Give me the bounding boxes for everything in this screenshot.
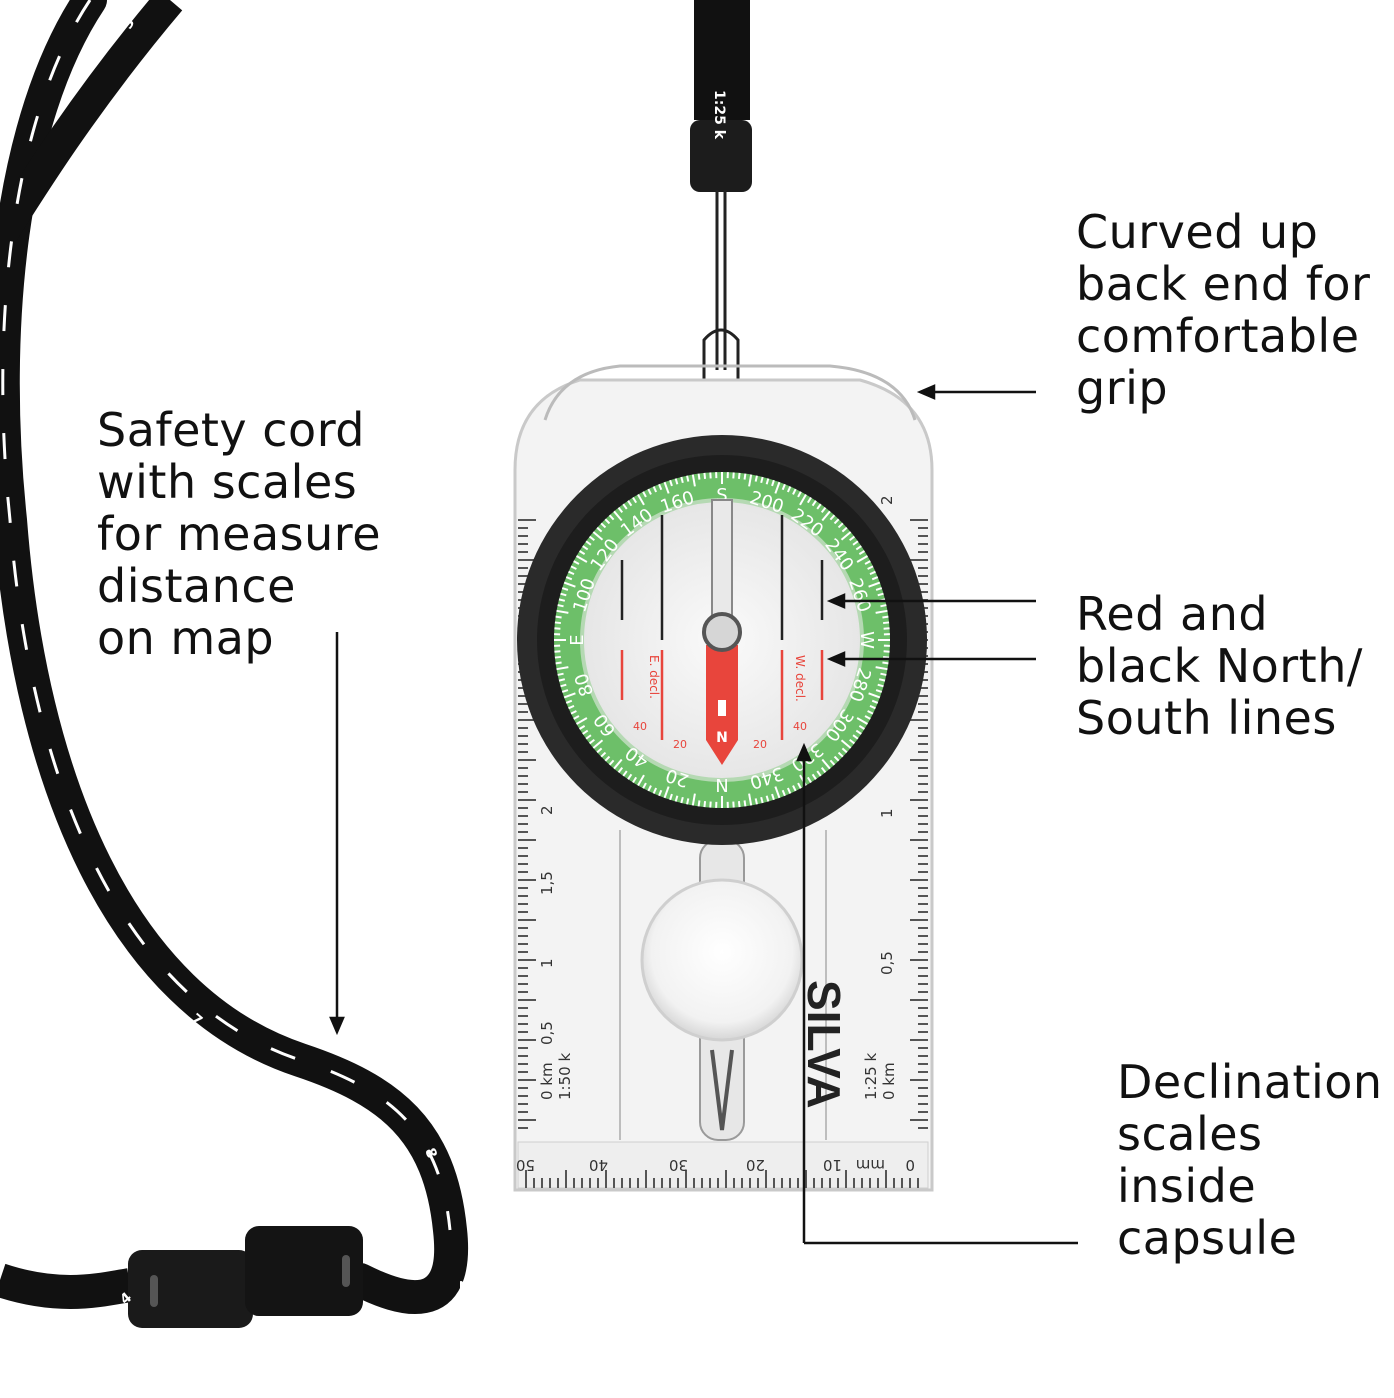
annotation-line: scales bbox=[1117, 1108, 1383, 1160]
bezel-tick bbox=[879, 679, 885, 680]
annotation-declination: Declination scales inside capsule bbox=[1117, 1056, 1383, 1264]
annotation-grip: Curved up back end for comfortable grip bbox=[1076, 206, 1370, 414]
bezel-tick bbox=[739, 473, 740, 479]
annotation-north-south-lines: Red and black North/ South lines bbox=[1076, 588, 1363, 744]
ruler-bottom-label: 40 bbox=[589, 1156, 608, 1174]
bezel-tick bbox=[756, 798, 757, 804]
declination-right-label: W. decl. bbox=[793, 655, 807, 702]
ruler-left-label: 0 km bbox=[538, 1062, 556, 1100]
ruler-right-label: 0 km bbox=[880, 1062, 898, 1100]
annotation-line: capsule bbox=[1117, 1212, 1383, 1264]
bezel-tick bbox=[761, 797, 762, 803]
bezel-tick bbox=[883, 622, 889, 623]
bezel-tick bbox=[880, 605, 886, 606]
declination-mark: 40 bbox=[793, 720, 807, 733]
annotation-line: Declination bbox=[1117, 1056, 1383, 1108]
bezel-tick bbox=[745, 800, 746, 806]
ruler-bottom-label: 0 bbox=[905, 1156, 915, 1174]
ruler-right-label: 1 bbox=[878, 808, 896, 818]
bezel-tick bbox=[556, 663, 562, 664]
cord-scale-mark: 2 bbox=[113, 243, 130, 255]
ruler-right-label: 0,5 bbox=[878, 951, 896, 975]
bezel-tick bbox=[882, 617, 888, 618]
ruler-left-label: 0,5 bbox=[538, 1021, 556, 1045]
cord-clasp bbox=[128, 1226, 363, 1328]
declination-mark: 20 bbox=[673, 738, 687, 751]
annotation-line: distance bbox=[97, 560, 381, 612]
bezel-tick bbox=[761, 477, 762, 483]
ruler-bottom-label: 10 bbox=[823, 1156, 842, 1174]
ruler-right-label: 2 bbox=[878, 495, 896, 505]
brand-logo: SILVA bbox=[798, 980, 850, 1109]
ruler-bottom-label: 30 bbox=[669, 1156, 688, 1174]
bezel-tick bbox=[882, 663, 888, 664]
bezel-tick bbox=[559, 599, 565, 600]
declination-left-label: E. decl. bbox=[647, 655, 661, 699]
bezel-tick bbox=[745, 474, 746, 480]
annotation-line: black North/ bbox=[1076, 640, 1363, 692]
lanyard-top bbox=[690, 0, 752, 380]
magnifier-lens bbox=[642, 880, 802, 1040]
bezel-tick bbox=[681, 477, 682, 483]
annotation-line: comfortable bbox=[1076, 310, 1370, 362]
bezel-tick bbox=[699, 474, 700, 480]
annotation-safety-cord: Safety cord with scales for measure dist… bbox=[97, 404, 381, 664]
bezel-tick bbox=[883, 657, 889, 658]
bezel-tick bbox=[756, 476, 757, 482]
bezel-tick bbox=[739, 801, 740, 807]
bezel-tick bbox=[558, 674, 564, 675]
declination-mark: 40 bbox=[633, 720, 647, 733]
needle-label: N bbox=[716, 730, 728, 746]
ruler-bottom-label: mm bbox=[856, 1156, 885, 1174]
declination-mark: 20 bbox=[753, 738, 767, 751]
annotation-line: back end for bbox=[1076, 258, 1370, 310]
cord-scale-mark: 1:25 k bbox=[711, 90, 727, 140]
annotation-line: inside bbox=[1117, 1160, 1383, 1212]
bezel-tick bbox=[556, 617, 562, 618]
bezel-tick bbox=[558, 605, 564, 606]
ruler-bottom-label: 20 bbox=[746, 1156, 765, 1174]
ruler-left-label: 1:50 k bbox=[556, 1053, 574, 1100]
annotation-line: Safety cord bbox=[97, 404, 381, 456]
annotation-line: Red and bbox=[1076, 588, 1363, 640]
bezel-tick bbox=[555, 657, 561, 658]
bezel-number: N bbox=[715, 774, 728, 795]
ruler-bottom-label: 50 bbox=[516, 1156, 535, 1174]
bezel-tick bbox=[704, 473, 705, 479]
bezel-tick bbox=[880, 674, 886, 675]
bezel-tick bbox=[559, 679, 565, 680]
bezel-tick bbox=[687, 798, 688, 804]
bezel-number: E bbox=[567, 634, 588, 645]
bezel-tick bbox=[687, 476, 688, 482]
ruler-left-label: 1,5 bbox=[538, 871, 556, 895]
cord-scale-mark: 2 bbox=[456, 1280, 472, 1290]
annotation-line: Curved up bbox=[1076, 206, 1370, 258]
ruler-right-label: 1:25 k bbox=[862, 1053, 880, 1100]
bezel-tick bbox=[555, 622, 561, 623]
annotation-line: grip bbox=[1076, 362, 1370, 414]
annotation-line: for measure bbox=[97, 508, 381, 560]
bezel-tick bbox=[681, 797, 682, 803]
ruler-left-label: 2 bbox=[538, 805, 556, 815]
ruler-left-label: 1 bbox=[538, 958, 556, 968]
annotation-line: with scales bbox=[97, 456, 381, 508]
annotation-line: on map bbox=[97, 612, 381, 664]
annotation-line: South lines bbox=[1076, 692, 1363, 744]
bezel-tick bbox=[704, 801, 705, 807]
bezel-number: W bbox=[856, 631, 877, 649]
bezel-tick bbox=[699, 800, 700, 806]
